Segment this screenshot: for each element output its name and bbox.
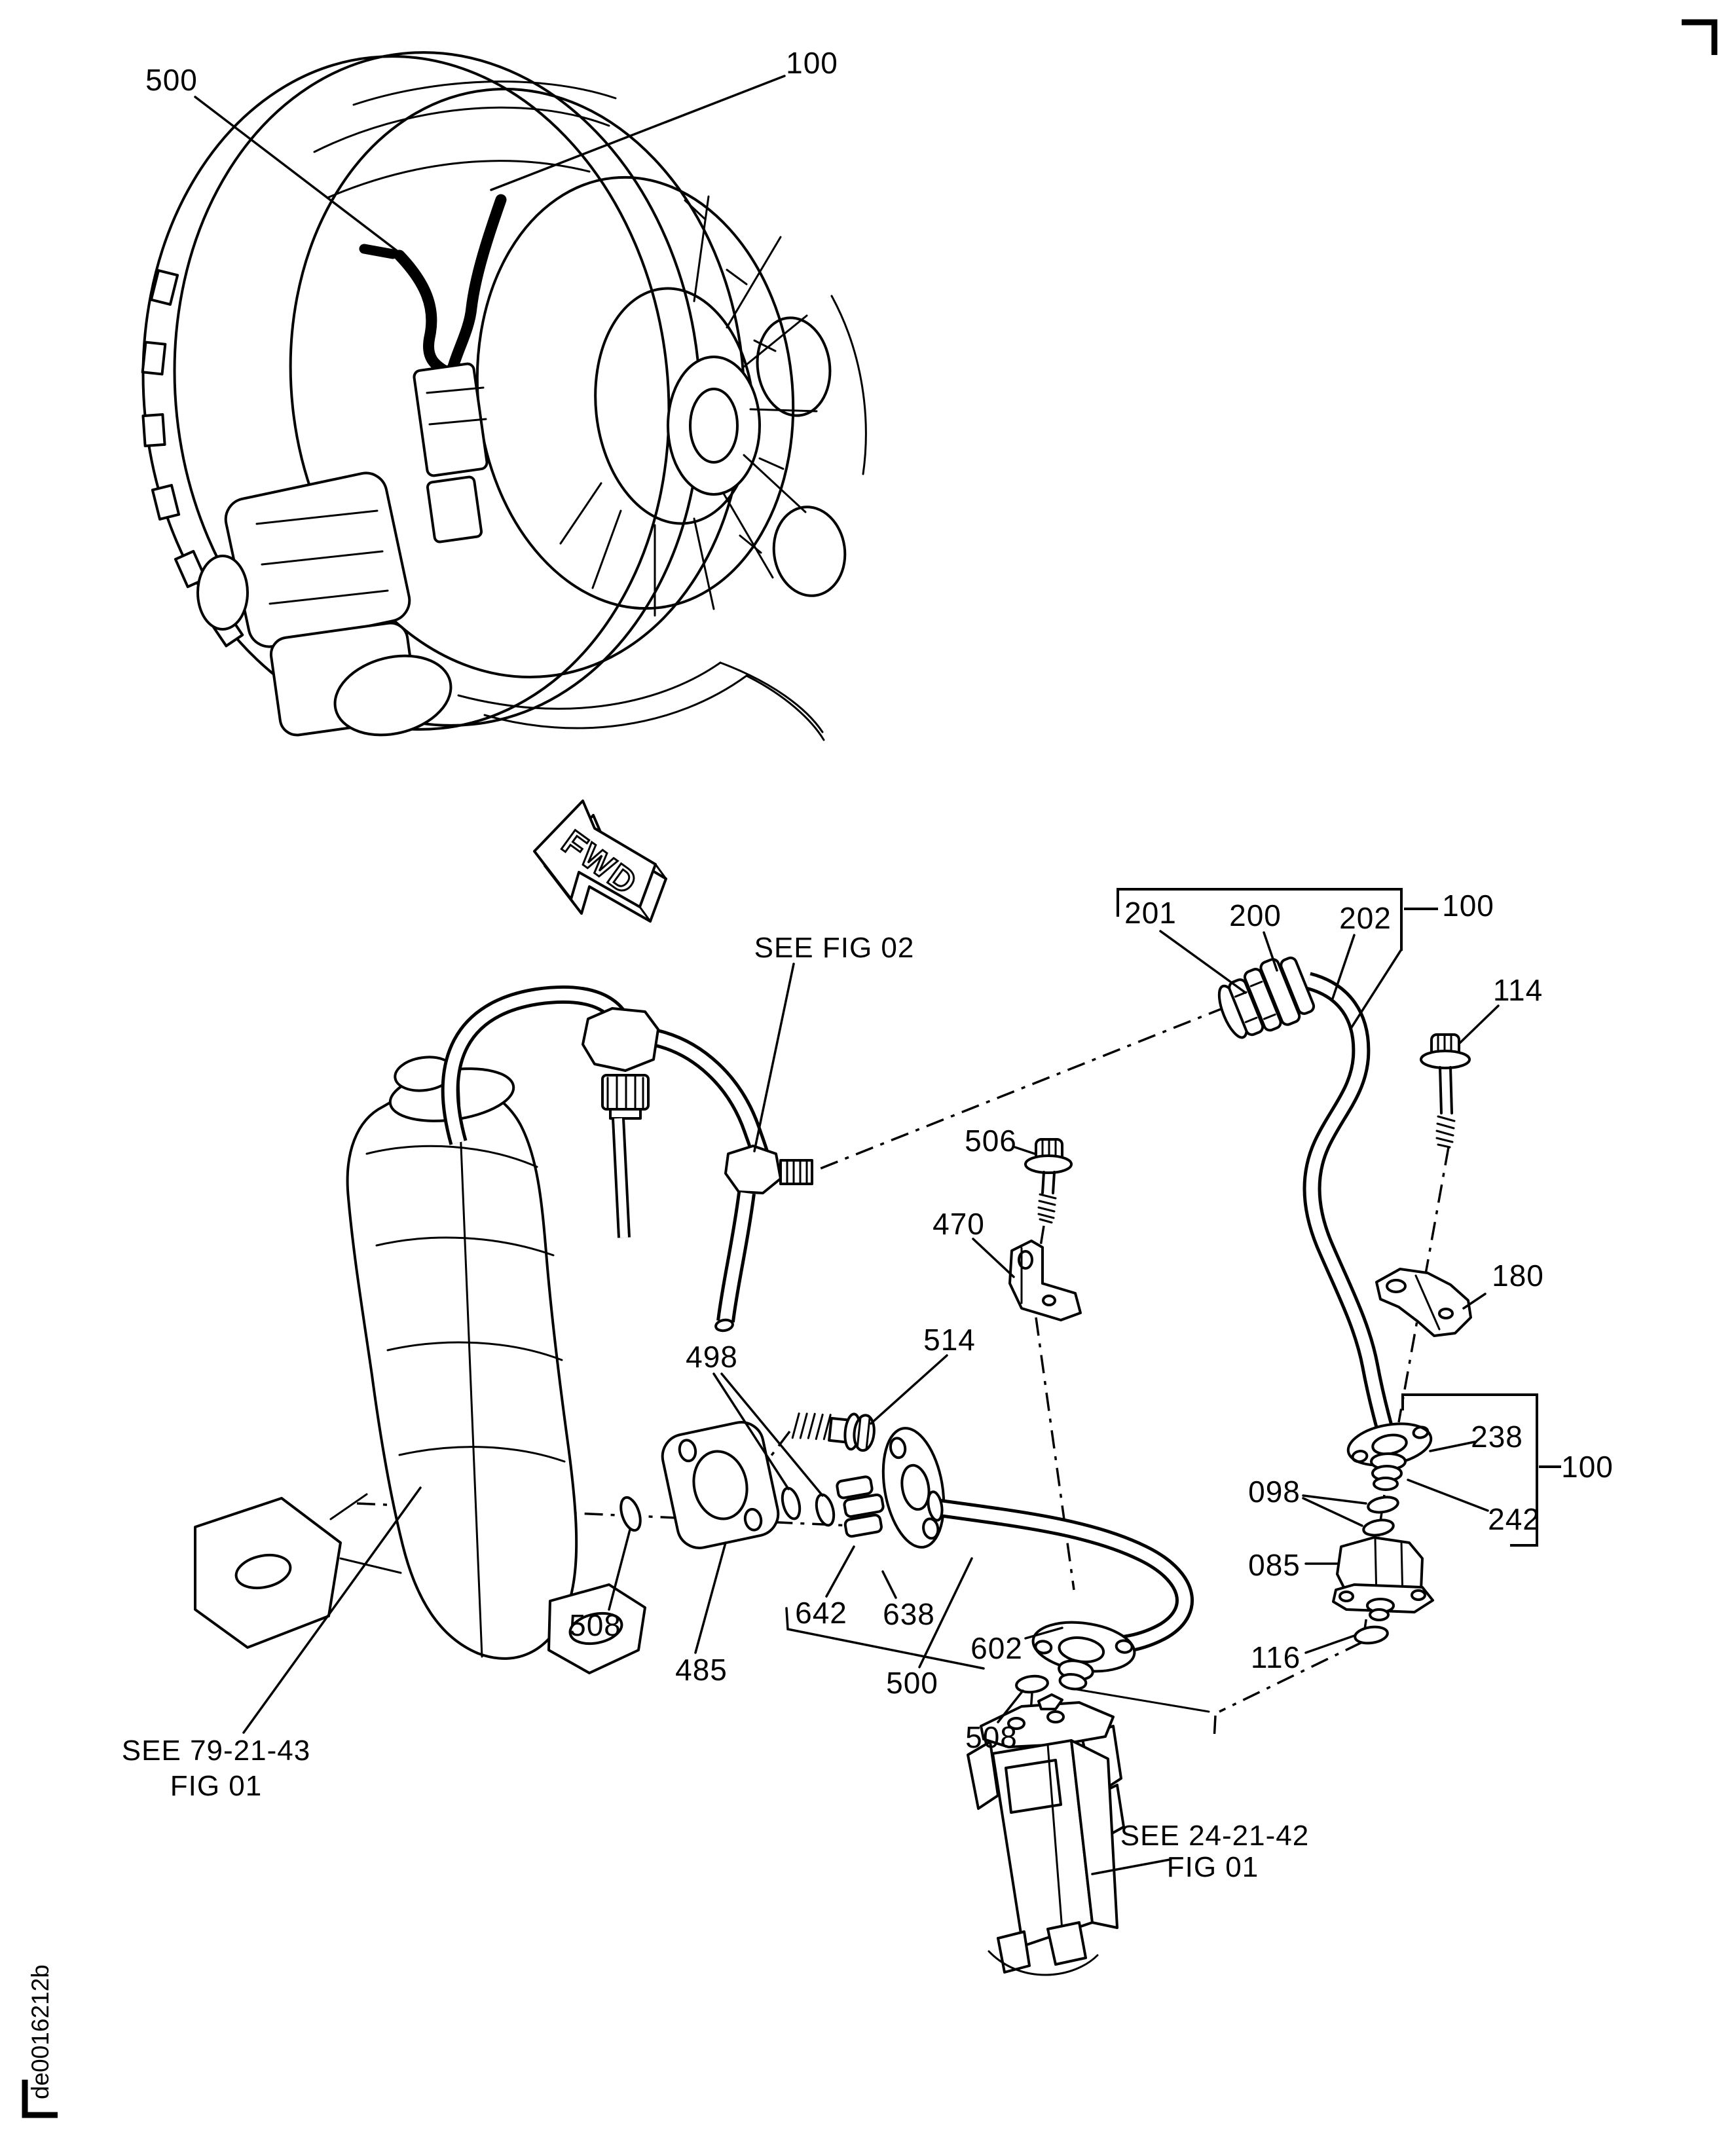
exploded-row xyxy=(619,1412,1194,1691)
packing-098-part-a xyxy=(1367,1496,1399,1514)
fan-blades xyxy=(559,195,818,617)
engine-top-tubing xyxy=(313,81,617,199)
packing-498-part-a xyxy=(781,1486,802,1520)
highlighted-hoses xyxy=(359,194,507,386)
packing-116-part xyxy=(1354,1625,1389,1645)
accessory-gearbox xyxy=(196,471,452,737)
bolt-514-part xyxy=(791,1412,876,1452)
elbow-fitting xyxy=(724,1145,782,1194)
callout-506: 506 xyxy=(965,1124,1017,1158)
bottom-unit xyxy=(967,1693,1125,1976)
callout-508-lower: 508 xyxy=(965,1720,1018,1754)
coupling-201-200-part xyxy=(1217,956,1316,1039)
callout-470: 470 xyxy=(933,1207,985,1241)
packing-498-part-b xyxy=(815,1493,836,1527)
callout-engine-100: 100 xyxy=(786,46,838,80)
sheet-code: de0016212b xyxy=(27,1964,54,2099)
bolt-506-part xyxy=(1024,1138,1073,1224)
callout-642: 642 xyxy=(795,1596,847,1630)
ref-24-21-42-line1: SEE 24-21-42 xyxy=(1120,1820,1309,1852)
oil-cooler-assembly xyxy=(194,1056,646,1674)
tee-fitting xyxy=(582,1007,659,1072)
packing-508-left-part xyxy=(619,1496,642,1532)
callout-498: 498 xyxy=(686,1340,738,1374)
callout-508-left: 508 xyxy=(569,1608,621,1642)
engine-illustration xyxy=(141,51,867,741)
hose-assembly xyxy=(1217,956,1394,1430)
ref-see-fig-02: SEE FIG 02 xyxy=(754,932,915,964)
registration-marks xyxy=(22,19,1718,2118)
callout-242: 242 xyxy=(1488,1502,1540,1536)
callout-098: 098 xyxy=(1248,1475,1301,1509)
engine-right-details xyxy=(756,295,867,597)
callout-114: 114 xyxy=(1493,973,1543,1007)
flange-638-part xyxy=(881,1427,946,1549)
ref-79-21-43-line2: FIG 01 xyxy=(170,1770,263,1802)
callout-tube-500: 500 xyxy=(886,1666,938,1700)
callout-514: 514 xyxy=(923,1323,976,1357)
fig02-tube xyxy=(441,985,813,1333)
bracket-470-part xyxy=(1008,1240,1082,1321)
connect-line xyxy=(1067,1687,1210,1713)
callout-group-100: 100 xyxy=(1561,1450,1614,1484)
callout-boxes xyxy=(785,888,1561,1670)
leader-lines xyxy=(194,75,1500,1875)
callout-116: 116 xyxy=(1251,1640,1301,1674)
callout-hose-100: 100 xyxy=(1442,889,1494,923)
engine-lower-tubing xyxy=(457,661,825,741)
bolt-114-part xyxy=(1420,1033,1471,1149)
packing-508-lower-part xyxy=(1015,1674,1049,1694)
callout-180: 180 xyxy=(1492,1259,1544,1293)
flange-485-part xyxy=(661,1421,780,1549)
callout-201: 201 xyxy=(1124,896,1177,930)
bracket-180-part xyxy=(1375,1268,1472,1337)
callout-602: 602 xyxy=(970,1631,1023,1665)
callout-200: 200 xyxy=(1229,898,1282,932)
fitting-242-part xyxy=(1370,1452,1407,1491)
packing-098-part-b xyxy=(1362,1518,1395,1537)
callout-238: 238 xyxy=(1471,1420,1523,1454)
reference-texts: SEE FIG 02 SEE 79-21-43 FIG 01 SEE 24-21… xyxy=(122,932,1309,1883)
callout-485: 485 xyxy=(675,1653,728,1687)
ref-24-21-42-line2: FIG 01 xyxy=(1167,1851,1259,1883)
nut-085-part xyxy=(1332,1536,1434,1621)
callout-labels: 500 100 201 200 202 100 114 180 238 242 … xyxy=(145,46,1614,1754)
flange-602-part xyxy=(1031,1621,1136,1691)
ref-79-21-43-line1: SEE 79-21-43 xyxy=(122,1735,310,1767)
callout-085: 085 xyxy=(1248,1548,1301,1582)
fwd-arrow-icon: FWD xyxy=(533,800,667,923)
fitting-642-part xyxy=(836,1475,885,1538)
callout-engine-500: 500 xyxy=(145,63,198,97)
callout-202: 202 xyxy=(1339,901,1392,935)
callout-638: 638 xyxy=(883,1597,935,1631)
engine-valve-block xyxy=(413,362,489,543)
